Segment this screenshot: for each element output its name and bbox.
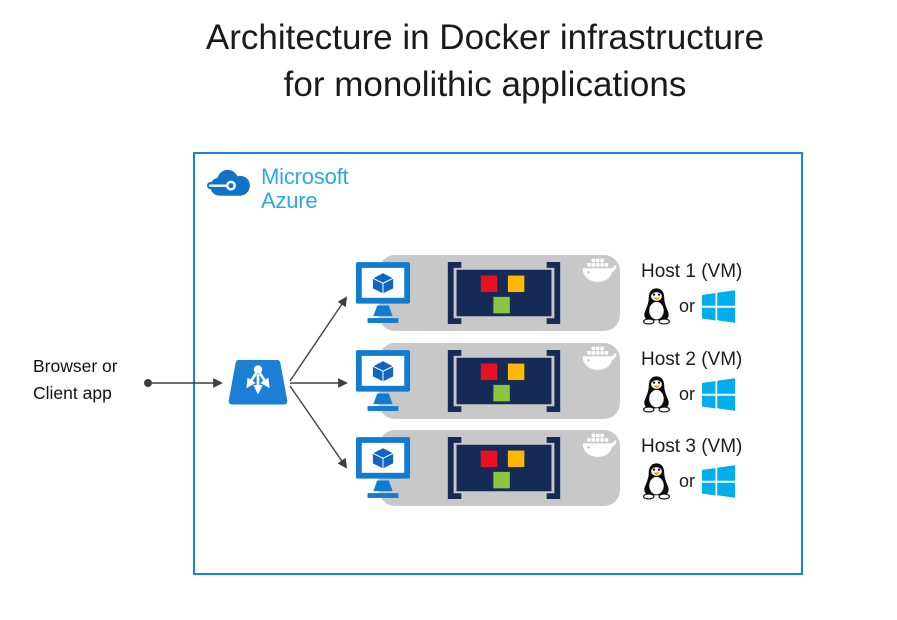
container-icon	[447, 350, 561, 412]
os-options: or	[641, 374, 742, 414]
docker-whale-icon	[582, 346, 617, 370]
title-line-1: Architecture in Docker infrastructure	[205, 18, 765, 57]
or-label: or	[679, 470, 696, 491]
docker-whale-icon	[582, 433, 617, 457]
host-row-1: Host 1 (VM) or	[355, 255, 825, 331]
azure-cloud-icon	[207, 169, 250, 196]
os-options: or	[641, 461, 742, 501]
azure-brand-text: Microsoft Azure	[261, 164, 349, 213]
windows-logo-icon	[702, 289, 736, 323]
host-label-2: Host 2 (VM) or	[641, 348, 742, 414]
host-name: Host 3 (VM)	[641, 436, 743, 457]
client-arrow-dot	[144, 379, 152, 387]
host-row-3: Host 3 (VM) or	[355, 430, 825, 506]
vm-monitor-icon	[355, 262, 411, 323]
container-icon	[447, 262, 561, 324]
or-label: or	[679, 295, 696, 316]
azure-brand-line-2: Azure	[261, 188, 318, 213]
windows-logo-icon	[702, 377, 736, 411]
azure-brand-line-1: Microsoft	[261, 164, 349, 189]
client-label-line-1: Browser or	[33, 356, 118, 376]
docker-host-1	[379, 255, 620, 331]
client-label-line-2: Client app	[33, 383, 112, 403]
host-label-1: Host 1 (VM) or	[641, 260, 742, 326]
linux-tux-icon	[643, 288, 670, 325]
docker-host-2	[379, 343, 620, 419]
os-options: or	[641, 286, 742, 326]
host-row-2: Host 2 (VM) or	[355, 343, 825, 419]
or-label: or	[679, 383, 696, 404]
linux-tux-icon	[643, 463, 670, 500]
vm-monitor-icon	[355, 437, 411, 498]
host-label-3: Host 3 (VM) or	[641, 435, 742, 501]
linux-tux-icon	[643, 376, 670, 413]
azure-logo: Microsoft Azure	[207, 164, 349, 213]
client-label: Browser or Client app	[33, 353, 118, 407]
host-name: Host 1 (VM)	[641, 261, 743, 282]
title-line-2: for monolithic applications	[283, 65, 687, 104]
page-title: Architecture in Docker infrastructure fo…	[70, 14, 897, 108]
host-name: Host 2 (VM)	[641, 349, 743, 370]
windows-logo-icon	[702, 464, 736, 498]
vm-monitor-icon	[355, 350, 411, 411]
docker-host-3	[379, 430, 620, 506]
docker-whale-icon	[582, 258, 617, 282]
container-icon	[447, 437, 561, 499]
load-balancer-icon	[228, 359, 288, 405]
